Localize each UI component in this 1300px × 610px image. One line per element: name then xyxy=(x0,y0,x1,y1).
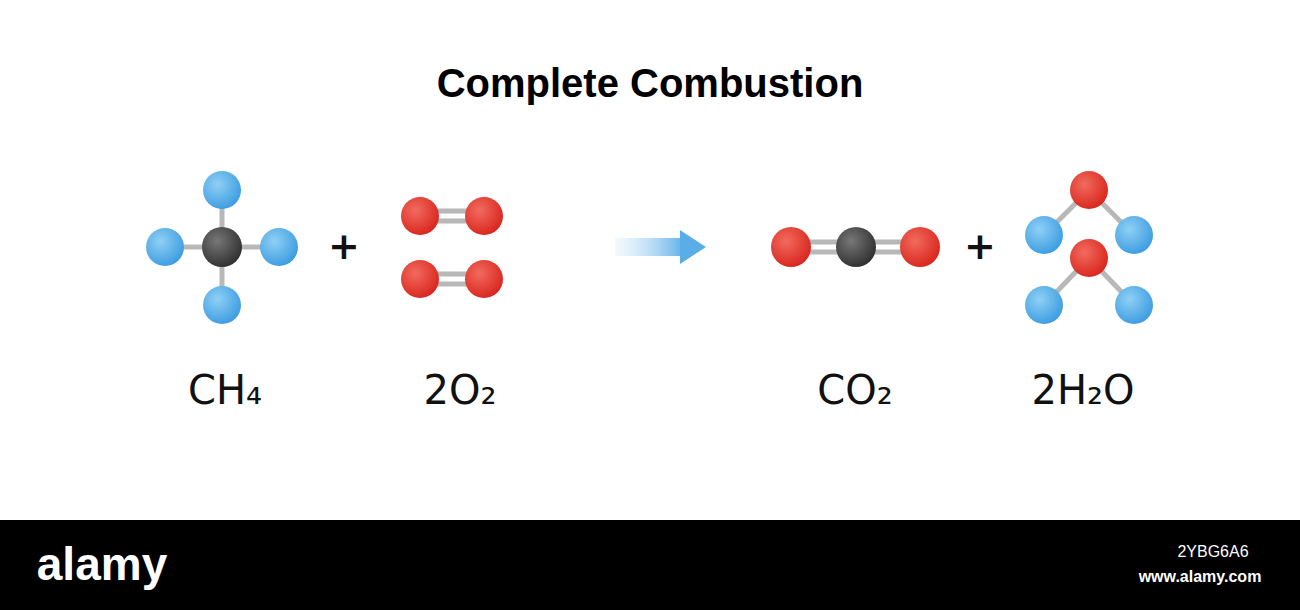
formula: 2O₂ xyxy=(424,368,497,412)
watermark-url: www.alamy.com xyxy=(1139,568,1262,586)
atoms xyxy=(146,171,1153,324)
watermark-bar xyxy=(0,520,1300,610)
formula: CH₄ xyxy=(188,368,262,412)
image-id: 2YBG6A6 xyxy=(1177,543,1248,561)
plus-sign: + xyxy=(964,226,996,268)
title: Complete Combustion xyxy=(437,61,864,105)
watermark: alamy xyxy=(37,539,167,590)
formula: CO₂ xyxy=(817,368,892,412)
reaction-arrow xyxy=(615,230,706,264)
plus-sign: + xyxy=(328,226,360,268)
formula: 2H₂O xyxy=(1031,368,1134,412)
bonds xyxy=(165,190,1134,305)
